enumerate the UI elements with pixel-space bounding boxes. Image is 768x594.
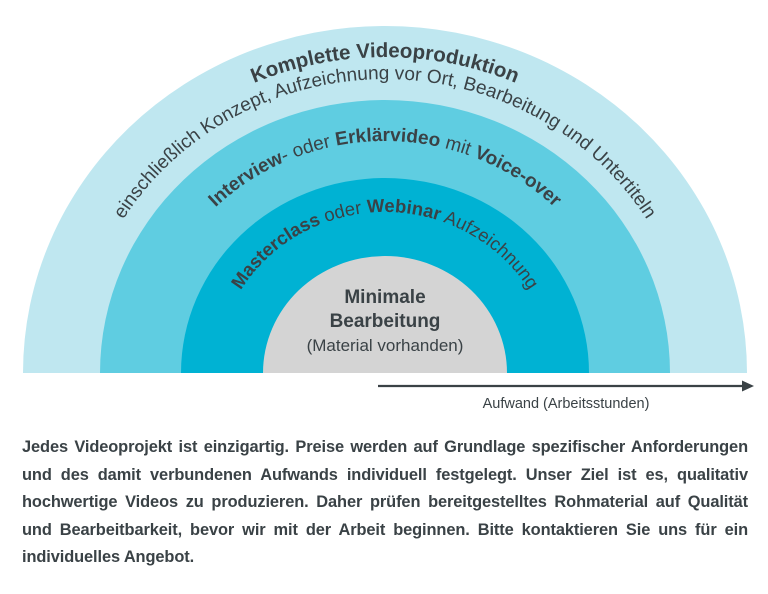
description-paragraph: Jedes Videoprojekt ist einzigartig. Prei… [22,434,748,572]
core-label-line1: Minimale [344,287,425,308]
tier-core-band [263,256,507,373]
effort-axis-arrowhead [742,380,754,392]
description-text: Jedes Videoprojekt ist einzigartig. Prei… [22,438,748,566]
effort-axis-label: Aufwand (Arbeitsstunden) [483,396,650,412]
tier-diagram: Komplette Videoproduktion einschließlich… [23,26,754,412]
core-label-line2: Bearbeitung [330,311,441,332]
core-label-line3: (Material vorhanden) [307,336,464,355]
